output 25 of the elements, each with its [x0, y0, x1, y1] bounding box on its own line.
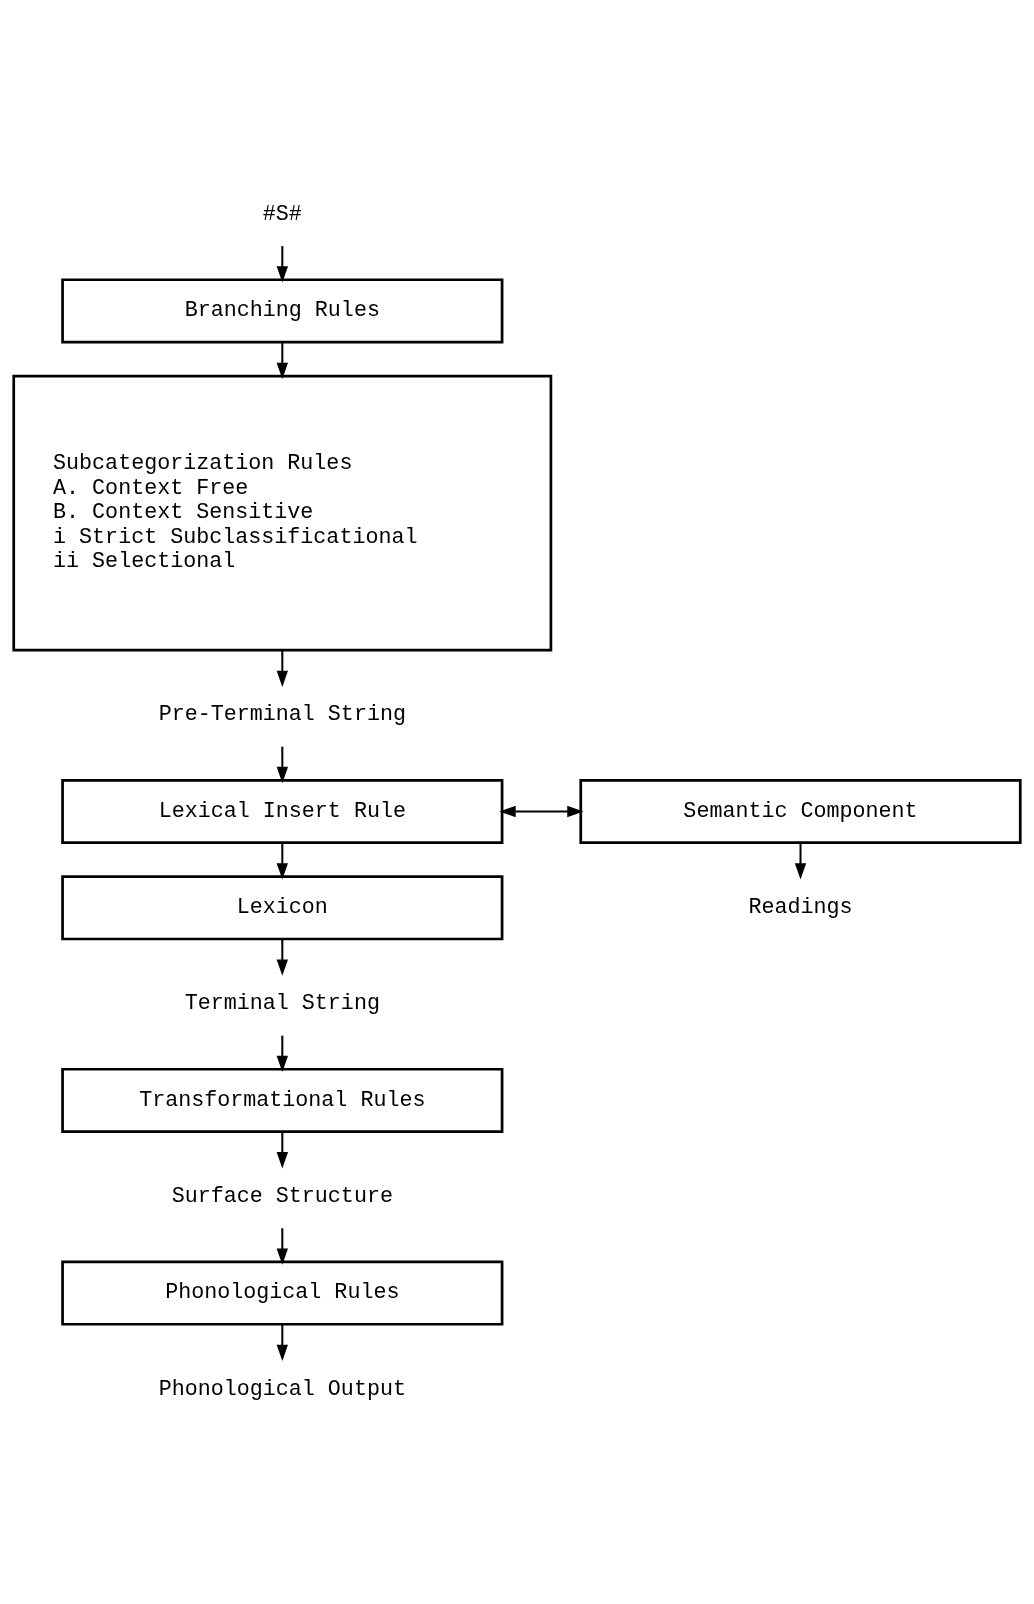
arrow: [276, 246, 289, 283]
node-text: Phonological Output: [158, 1376, 406, 1402]
arrow: [276, 746, 289, 784]
arrow: [276, 650, 289, 687]
node-text: Terminal String: [184, 991, 380, 1017]
arrow: [499, 805, 584, 818]
node-text: Surface Structure: [171, 1183, 393, 1209]
node-text: #S#: [262, 201, 302, 227]
node-box: Lexical Insert Rule: [61, 778, 504, 845]
node-box: Branching Rules: [61, 278, 504, 344]
arrow: [276, 1228, 289, 1265]
arrow: [276, 1324, 289, 1361]
node-box: Semantic Component: [579, 778, 1022, 845]
arrow: [276, 939, 289, 976]
arrow: [276, 1035, 289, 1073]
node-box: Phonological Rules: [61, 1260, 504, 1326]
node-box: Lexicon: [61, 875, 504, 941]
node-box: Subcategorization Rules A. Context Free B. Context Sensitive i Strict Subclassificational ii Selectional: [12, 374, 553, 652]
node-text: Readings: [748, 894, 853, 920]
arrow: [276, 843, 289, 880]
arrow: [276, 1131, 289, 1169]
node-box: Transformational Rules: [61, 1067, 504, 1133]
arrow: [794, 843, 807, 880]
node-text: Pre-Terminal String: [158, 702, 406, 728]
arrow: [276, 342, 289, 380]
